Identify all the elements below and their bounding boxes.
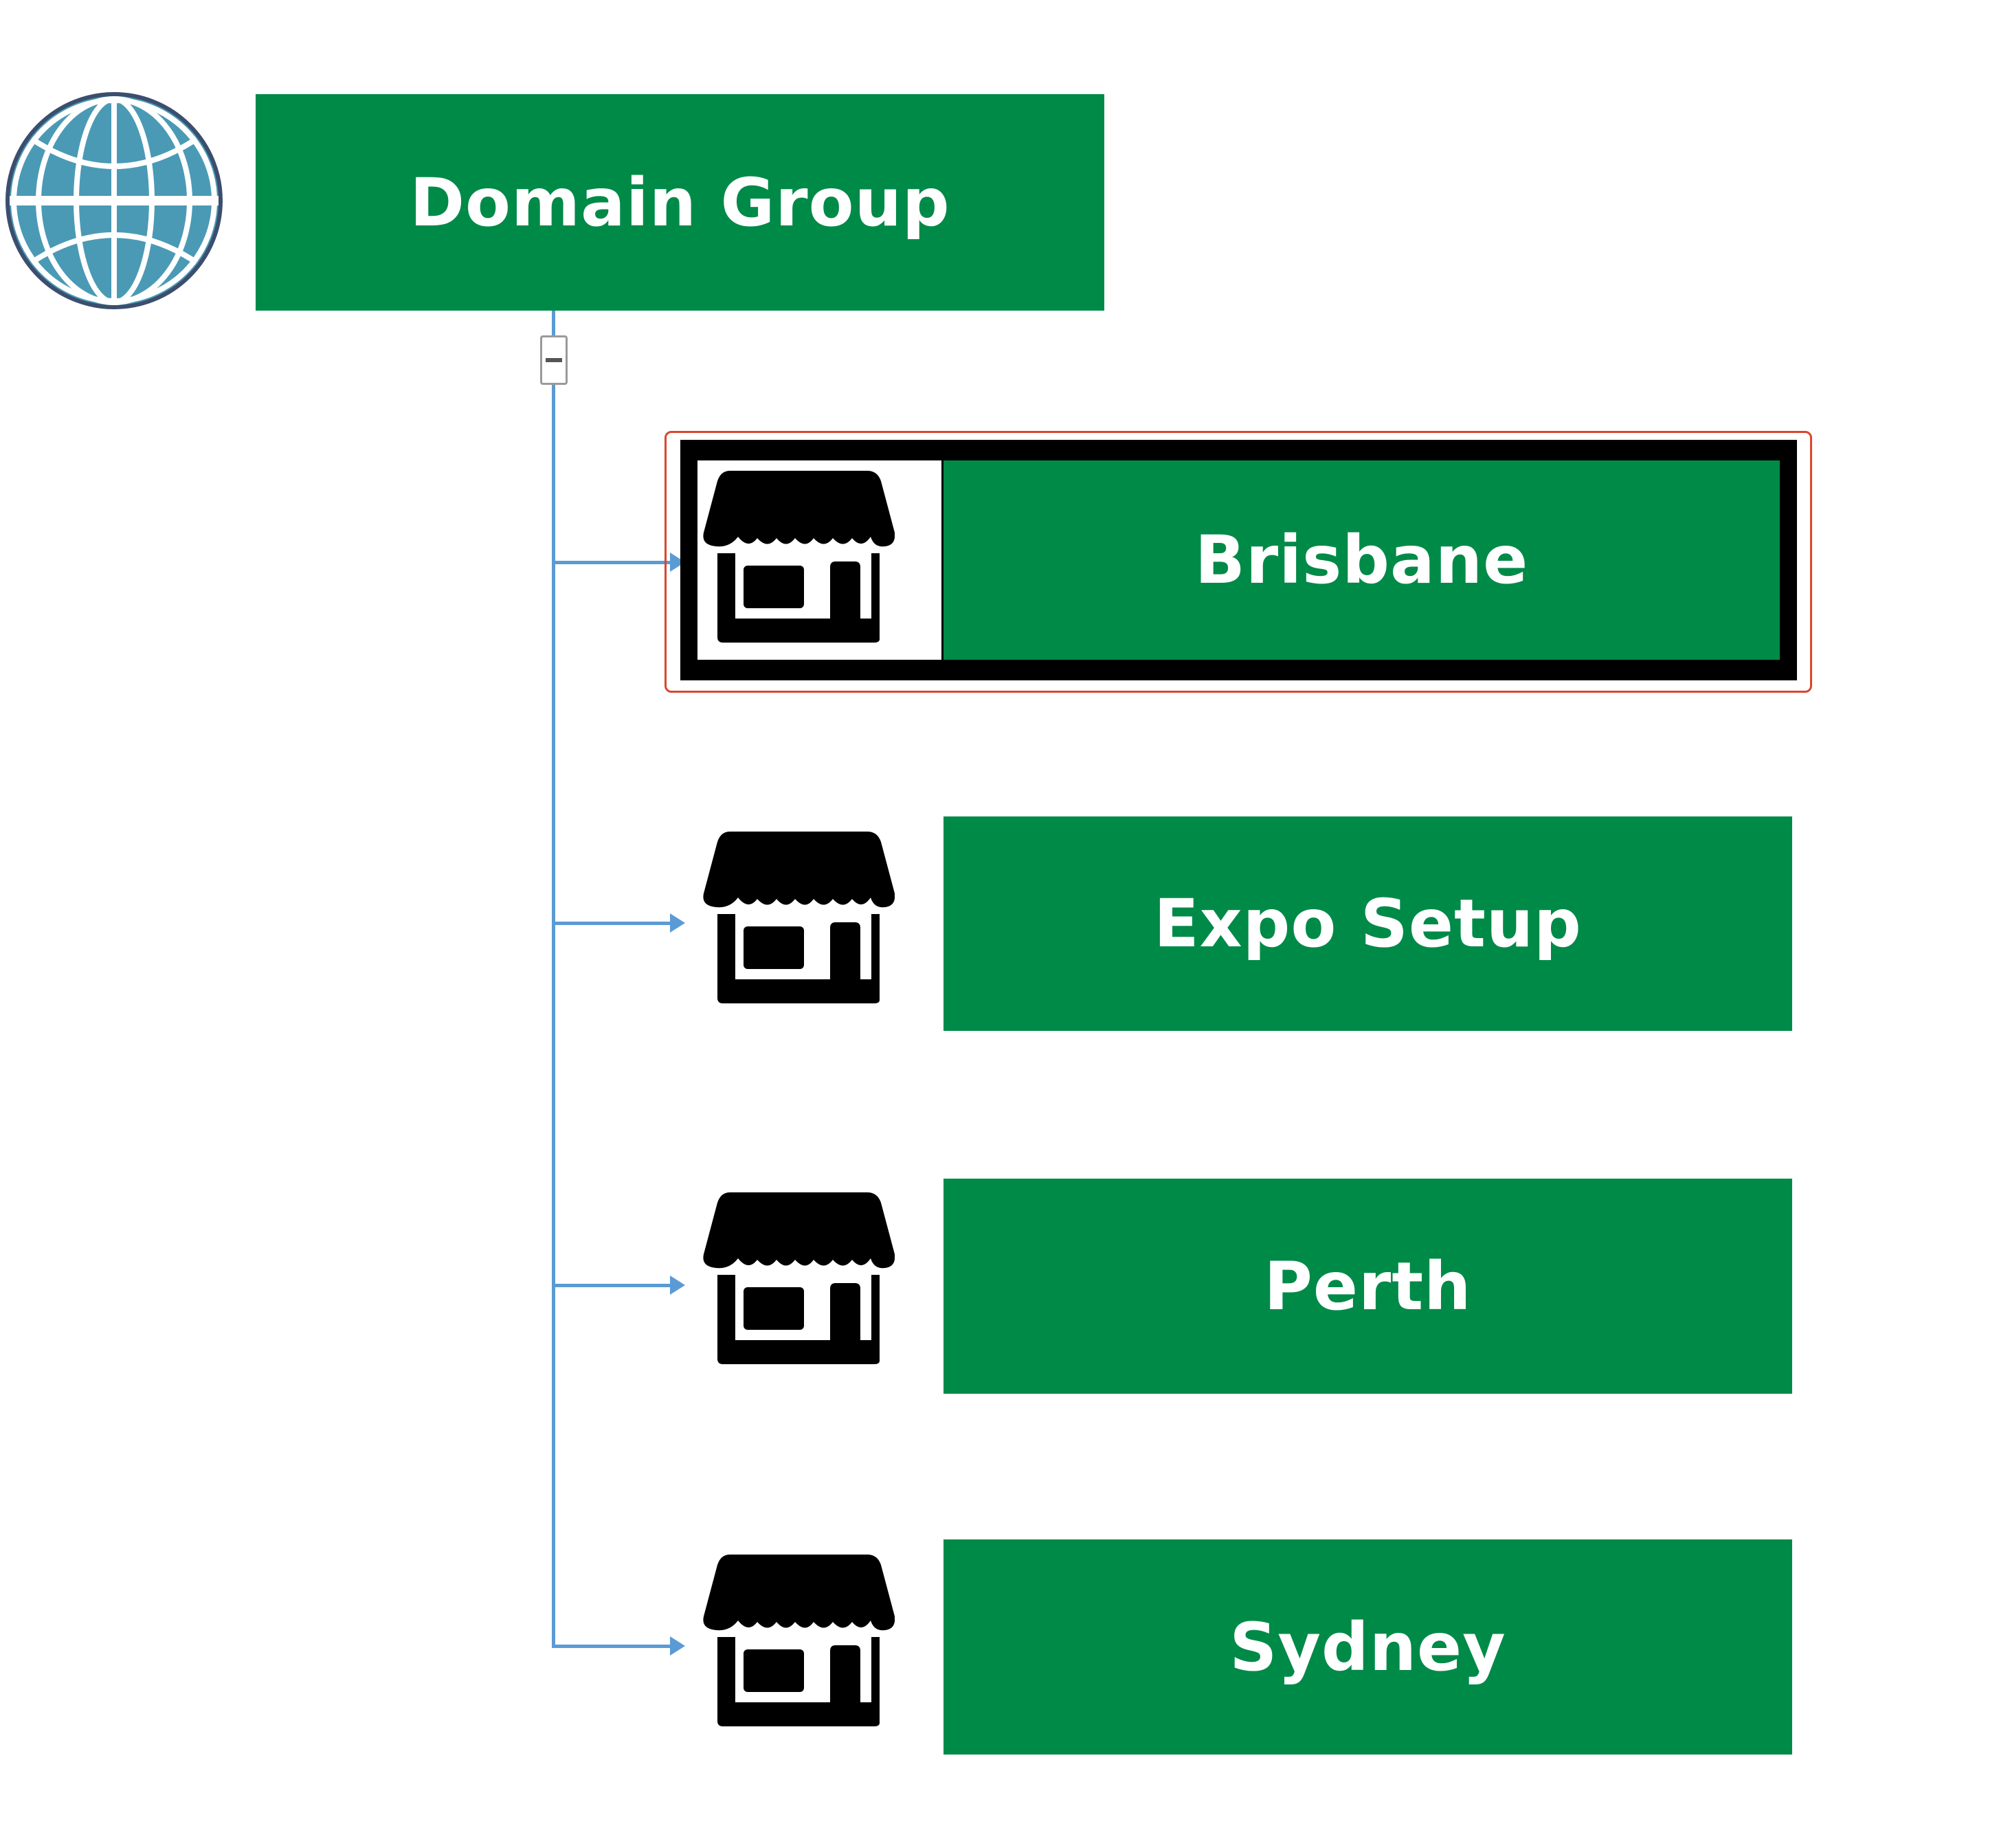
arrow-sydney: [670, 1636, 685, 1656]
connector-branch-brisbane: [553, 561, 670, 564]
selection-outline: [665, 431, 1812, 693]
collapse-icon: [546, 358, 562, 362]
child-node-label: Brisbane: [1194, 522, 1529, 599]
child-node-brisbane[interactable]: Brisbane: [943, 460, 1780, 660]
connector-branch-expo-setup: [553, 922, 670, 925]
child-node-label: Perth: [1264, 1247, 1472, 1325]
collapse-button[interactable]: [540, 335, 568, 385]
connector-branch-sydney: [553, 1645, 670, 1648]
child-node-sydney[interactable]: Sydney: [943, 1539, 1792, 1755]
connector-trunk: [552, 311, 555, 1648]
child-node-label: Sydney: [1229, 1608, 1506, 1686]
root-node-domain-group[interactable]: Domain Group: [256, 94, 1104, 311]
child-node-expo-setup[interactable]: Expo Setup: [943, 816, 1792, 1031]
store-icon: [703, 1192, 895, 1364]
arrow-perth: [670, 1276, 685, 1295]
globe-icon: [5, 92, 223, 309]
store-icon: [703, 471, 895, 643]
store-icon: [703, 1555, 895, 1726]
connector-branch-perth: [553, 1284, 670, 1287]
store-icon: [703, 832, 895, 1003]
child-node-perth[interactable]: Perth: [943, 1179, 1792, 1394]
child-node-label: Expo Setup: [1154, 885, 1582, 962]
root-node-label: Domain Group: [410, 164, 950, 241]
arrow-expo-setup: [670, 913, 685, 933]
